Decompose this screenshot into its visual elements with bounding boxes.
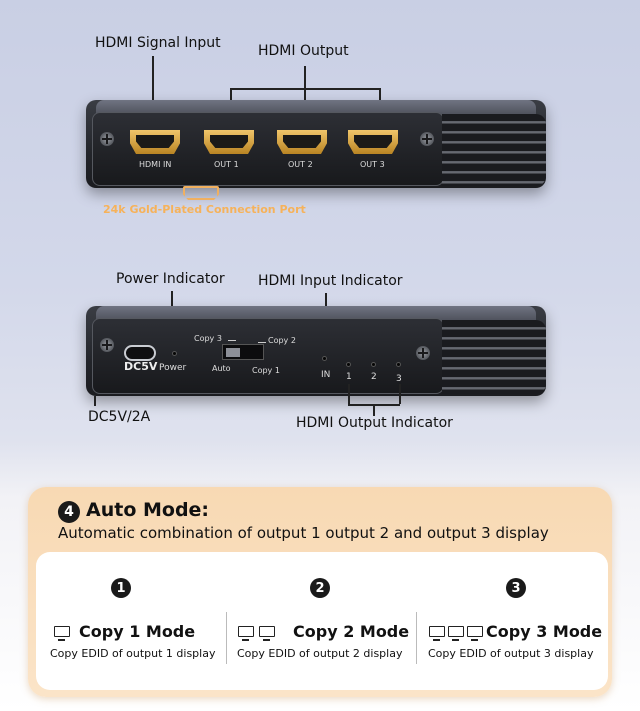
mode-desc-3: Copy EDID of output 3 display xyxy=(428,647,594,660)
switch-label-copy3: Copy 3 xyxy=(194,334,222,343)
switch-label-copy2: Copy 2 xyxy=(268,336,296,345)
auto-mode-number-badge: 4 xyxy=(58,501,80,523)
screw-icon xyxy=(416,346,430,360)
monitor-icon xyxy=(259,626,275,641)
mode-title-2: Copy 2 Mode xyxy=(293,622,410,641)
input-led xyxy=(322,356,327,361)
port-label-out2: OUT 2 xyxy=(288,160,313,169)
switch-tick xyxy=(228,340,236,341)
port-label-hdmi-in: HDMI IN xyxy=(139,160,172,169)
power-spec-leader-line xyxy=(94,396,96,406)
auto-mode-title: Auto Mode: xyxy=(86,499,210,521)
hdmi-input-indicator-callout: HDMI Input Indicator xyxy=(258,273,403,289)
auto-mode-subtitle: Automatic combination of output 1 output… xyxy=(58,524,549,542)
power-spec-callout: DC5V/2A xyxy=(88,409,151,425)
monitor-icon xyxy=(467,626,483,641)
power-led xyxy=(172,351,177,356)
hdmi-out3-port xyxy=(348,130,398,154)
switch-label-auto: Auto xyxy=(212,364,231,373)
mode-title-1: Copy 1 Mode xyxy=(79,622,196,641)
mode-switch-knob[interactable] xyxy=(226,348,240,357)
output-led-2 xyxy=(371,362,376,367)
signal-input-leader-line xyxy=(152,56,154,134)
gold-plated-note: 24k Gold-Plated Connection Port xyxy=(103,203,306,216)
hdmi-out1-port xyxy=(204,130,254,154)
screw-icon xyxy=(100,338,114,352)
hdmi-output-callout: HDMI Output xyxy=(258,43,349,59)
output-led-3 xyxy=(396,362,401,367)
output-indicator-bracket-right xyxy=(399,384,401,404)
port-label-out1: OUT 1 xyxy=(214,160,239,169)
hdmi-port-icon xyxy=(183,186,219,200)
mode-divider xyxy=(226,612,227,664)
monitor-icon xyxy=(429,626,445,641)
switch-label-copy1: Copy 1 xyxy=(252,366,280,375)
power-indicator-callout: Power Indicator xyxy=(116,271,225,287)
led-label-2: 2 xyxy=(371,372,377,382)
monitor-icon xyxy=(54,626,70,641)
mode-title-3: Copy 3 Mode xyxy=(486,622,603,641)
mode-divider xyxy=(416,612,417,664)
mode-desc-1: Copy EDID of output 1 display xyxy=(50,647,216,660)
output-indicator-bracket-left xyxy=(348,384,350,404)
output-led-1 xyxy=(346,362,351,367)
switch-tick xyxy=(258,342,266,343)
mode-number-2: 2 xyxy=(310,578,330,598)
modes-card xyxy=(36,552,608,690)
power-led-label: Power xyxy=(159,363,187,373)
heat-sink-fins xyxy=(442,114,546,186)
hdmi-signal-input-callout: HDMI Signal Input xyxy=(95,35,221,51)
hdmi-out2-port xyxy=(277,130,327,154)
usb-c-power-port xyxy=(124,345,156,361)
hdmi-output-indicator-callout: HDMI Output Indicator xyxy=(296,415,453,431)
monitor-icon xyxy=(448,626,464,641)
mode-number-3: 3 xyxy=(506,578,526,598)
mode-desc-2: Copy EDID of output 2 display xyxy=(237,647,403,660)
power-port-label: DC5V xyxy=(124,360,158,373)
screw-icon xyxy=(100,132,114,146)
heat-sink-fins xyxy=(442,320,546,394)
led-label-in: IN xyxy=(321,370,331,380)
output-leader-line xyxy=(304,66,306,88)
port-label-out3: OUT 3 xyxy=(360,160,385,169)
monitor-icon xyxy=(238,626,254,641)
output-indicator-leader-line xyxy=(373,404,375,416)
led-label-1: 1 xyxy=(346,372,352,382)
led-label-3: 3 xyxy=(396,374,402,384)
mode-number-1: 1 xyxy=(111,578,131,598)
screw-icon xyxy=(420,132,434,146)
mode-switch[interactable] xyxy=(222,344,264,360)
hdmi-in-port xyxy=(130,130,180,154)
